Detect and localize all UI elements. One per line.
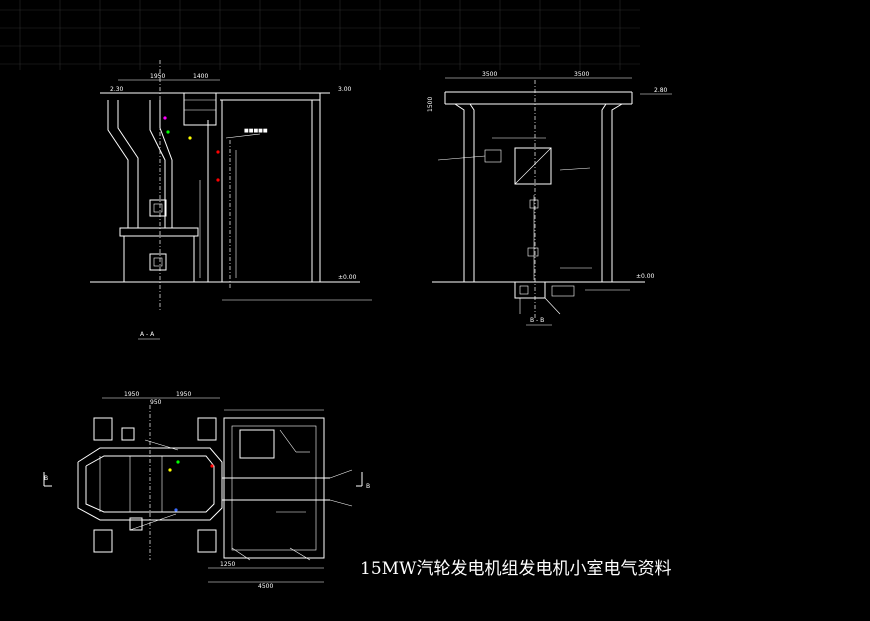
- dim-aa-1950: 1950: [150, 73, 165, 80]
- section-bb-view: 3500 3500 2.80 1500 ±0.00 B - B: [427, 71, 672, 326]
- elev-bb-ground: ±0.00: [636, 273, 655, 280]
- elev-aa-ground: ±0.00: [338, 274, 357, 281]
- dim-plan-4500: 4500: [258, 583, 273, 590]
- background-grid: [0, 0, 640, 70]
- dim-plan-1950-right: 1950: [176, 391, 191, 398]
- section-mark-left: B: [44, 475, 48, 482]
- svg-text:■■■■■: ■■■■■: [244, 128, 268, 134]
- dim-bb-left: 3500: [482, 71, 497, 78]
- elev-bb-top: 2.80: [654, 87, 668, 94]
- drawing-title: 15MW汽轮发电机组发电机小室电气资料: [360, 559, 672, 579]
- dim-plan-950: 950: [150, 399, 162, 406]
- section-mark-right: B: [366, 483, 370, 490]
- plan-view: 1950 950 1950 1250 4500: [43, 391, 370, 590]
- duct-block: [183, 92, 217, 126]
- elev-aa-right: 3.00: [338, 86, 352, 93]
- dim-aa-1400: 1400: [193, 73, 208, 80]
- dim-bb-height: 1500: [427, 97, 434, 112]
- dim-plan-1250: 1250: [220, 561, 235, 568]
- section-aa-label: A - A: [140, 331, 155, 338]
- section-bb-label: B - B: [530, 317, 544, 324]
- elev-aa-top: 2.30: [110, 86, 124, 93]
- dim-plan-1950-left: 1950: [124, 391, 139, 398]
- dim-bb-right: 3500: [574, 71, 589, 78]
- section-aa-view: 1950 1400 2.30 3.00 ±0.00: [90, 60, 372, 340]
